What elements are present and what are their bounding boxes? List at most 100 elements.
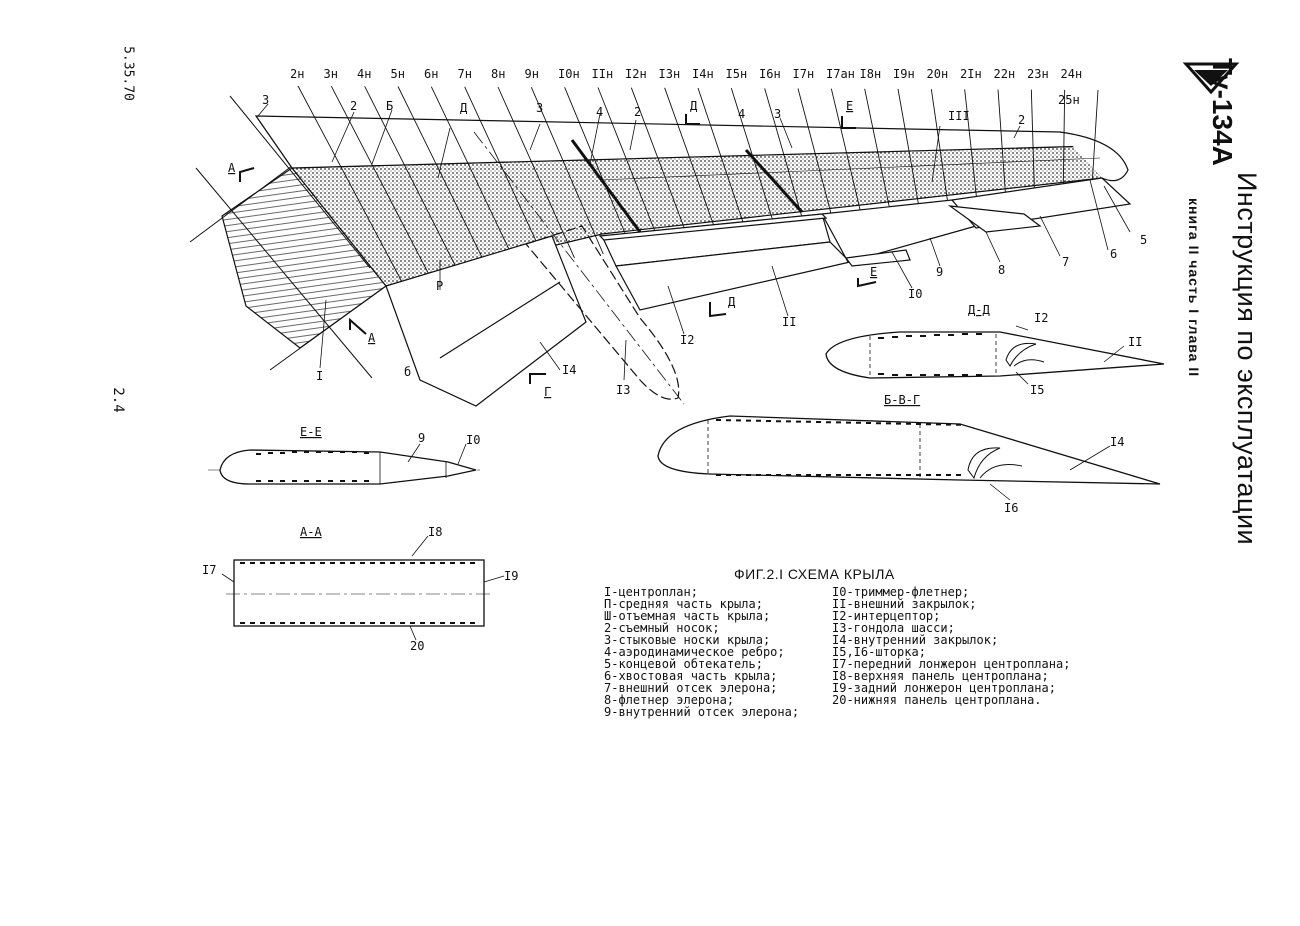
rib-label: I2н [625, 67, 647, 81]
rib-label: I7н [793, 67, 815, 81]
rib-line [997, 89, 1007, 199]
callout-label: I0 [466, 433, 480, 447]
section-a-a: А-А I8 I7 I9 20 [202, 525, 518, 653]
rib-label: 6н [424, 67, 438, 81]
trailing-edge [385, 177, 1132, 407]
callout-label: I4 [562, 363, 576, 377]
callout-label: I6 [1004, 501, 1018, 515]
rib-label: 2Iн [960, 67, 982, 81]
rib-label: I4н [692, 67, 714, 81]
callout-label: 3 [536, 101, 543, 115]
legend-item: II-внешний закрылок; [832, 597, 977, 611]
callout-label: Б [386, 99, 393, 113]
rib-line [330, 85, 432, 279]
legend-item: I4-внутренний закрылок; [832, 633, 999, 647]
rib-line [664, 87, 719, 239]
rib-line [297, 85, 403, 283]
callout-label: 3 [262, 93, 269, 107]
callout-label: 5 [1140, 233, 1147, 247]
legend-item: 9-внутренний отсек элерона; [604, 705, 800, 719]
rib-line [697, 87, 748, 235]
legend-item: I9-задний лонжерон центроплана; [832, 681, 1056, 695]
rib-label: 25н [1058, 93, 1080, 107]
rib-line [464, 86, 547, 263]
callout-label: 2 [634, 105, 641, 119]
rib-line [797, 88, 834, 223]
callout-label: I0 [908, 287, 922, 301]
rib-line [1030, 89, 1035, 195]
section-d-d: Д-Д I2 II I5 [825, 303, 1165, 397]
rib-line [497, 86, 575, 259]
callout-label: б [404, 365, 411, 379]
callout-label: 3 [774, 107, 781, 121]
callout-label: I2 [680, 333, 694, 347]
callout-label: I [316, 369, 323, 383]
rib-label: I6н [759, 67, 781, 81]
figure-caption: ФИГ.2.I СХЕМА КРЫЛА [734, 566, 895, 582]
legend-item: I-центроплан; [604, 585, 698, 599]
legend-item: П-средняя часть крыла; [604, 597, 763, 611]
legend-item: Ш-отъемная часть крыла; [604, 609, 771, 623]
section-title: Б-В-Г [884, 393, 920, 407]
rib-line [897, 88, 920, 211]
legend-item: I3-гондола шасси; [832, 621, 955, 635]
section-mark: Д [728, 295, 736, 309]
rib-label: 8н [491, 67, 505, 81]
callout-label: I4 [1110, 435, 1124, 449]
section-mark: Е [870, 265, 877, 279]
rib-line [630, 87, 690, 243]
section-title: Д-Д [968, 303, 990, 317]
rib-label: I5н [726, 67, 748, 81]
callout-label: I3 [616, 383, 630, 397]
callout-label: III [948, 109, 970, 123]
center-section [189, 95, 387, 379]
rib-line [530, 86, 604, 255]
legend-item: 6-хвостовая часть крыла; [604, 669, 778, 683]
rib-label: 23н [1027, 67, 1049, 81]
rib-line [864, 88, 892, 215]
callout-label: I8 [428, 525, 442, 539]
rib-line [964, 89, 978, 203]
rib-line [397, 86, 489, 271]
rib-label: I3н [659, 67, 681, 81]
callout-labels: 3 2 Б Д 3 4 2 4 3 III 2 5 6 7 8 9 I0 II … [228, 93, 1147, 399]
rib-label: 3н [324, 67, 338, 81]
rib-line [930, 89, 949, 207]
legend-item: I8-верхняя панель центроплана; [832, 669, 1049, 683]
rib-label: I0н [558, 67, 580, 81]
legend-item: 20-нижняя панель центроплана. [832, 693, 1042, 707]
callout-label: 7 [1062, 255, 1069, 269]
callout-label: 2 [350, 99, 357, 113]
legend-item: 4-аэродинамическое ребро; [604, 645, 785, 659]
section-b-v-g: Б-В-Г I4 I6 [657, 393, 1161, 515]
legend-item: 7-внешний отсек элерона; [604, 681, 778, 695]
rib-label: 9н [525, 67, 539, 81]
callout-label: I9 [504, 569, 518, 583]
aircraft-logo-icon [1182, 62, 1240, 95]
callout-label: I2 [1034, 311, 1048, 325]
rib-line [564, 87, 633, 251]
rib-label: I8н [860, 67, 882, 81]
rib-line [830, 88, 863, 219]
rib-label: 2н [290, 67, 304, 81]
legend-left: I-центроплан;П-средняя часть крыла;Ш-отъ… [604, 586, 799, 718]
wing-panel [254, 115, 1129, 287]
callout-label: 9 [936, 265, 943, 279]
section-e-e: Е-Е 9 I0 [208, 425, 480, 485]
callout-label: Д [460, 101, 468, 115]
leader-lines [257, 103, 1131, 381]
callout-label: Р [436, 279, 443, 293]
legend-item: 3-стыковые носки крыла; [604, 633, 771, 647]
callout-label: I7 [202, 563, 216, 577]
rib-label: I7ан [826, 67, 855, 81]
callout-label: 4 [738, 107, 745, 121]
legend-right: I0-триммер-флетнер;II-внешний закрылок;I… [832, 586, 1070, 706]
section-markers [239, 114, 877, 384]
rib-label: 24н [1061, 67, 1083, 81]
rib-label: IIн [592, 67, 614, 81]
legend-item: 5-концевой обтекатель; [604, 657, 763, 671]
section-title: А-А [300, 525, 322, 539]
rib-line [1062, 89, 1066, 191]
